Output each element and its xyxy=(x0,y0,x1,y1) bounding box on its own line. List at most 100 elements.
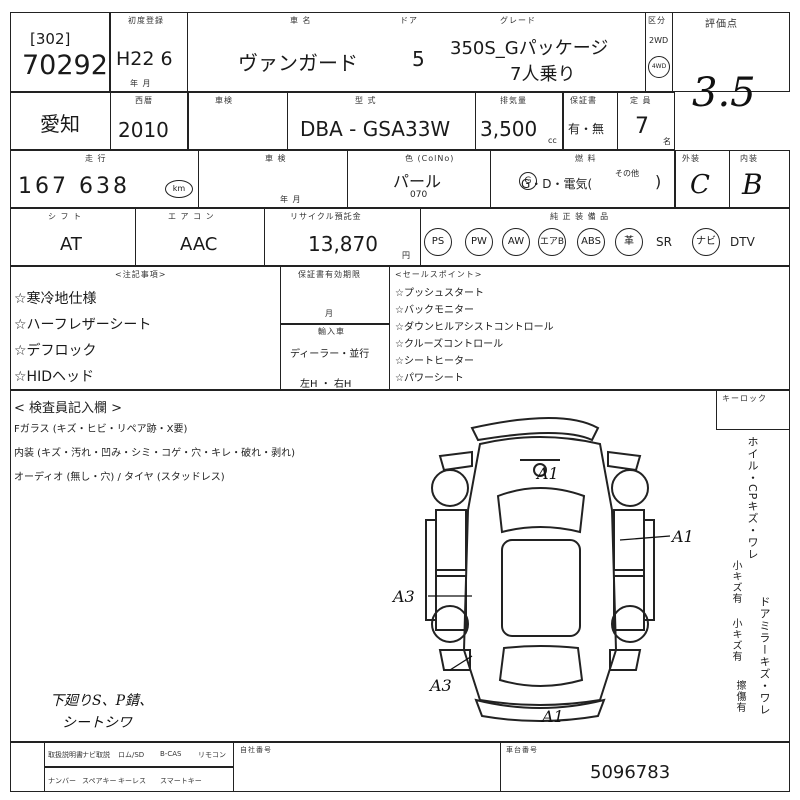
import-type-cell xyxy=(280,324,390,390)
small-scratch-note: 小キズ有 xyxy=(730,618,741,662)
fuel-cell xyxy=(490,150,675,208)
footer-label: ナビ取説 xyxy=(82,751,110,759)
warranty-label: 保証書有効期限 xyxy=(298,270,361,279)
row3 xyxy=(10,150,790,208)
recycle-value: 13,870 xyxy=(308,232,378,256)
inspect-label: 保証書 xyxy=(570,96,597,105)
color-code: 070 xyxy=(410,190,428,200)
equip-navi: ナビ xyxy=(692,228,720,256)
cc-unit: cc xyxy=(548,136,557,145)
drive-cell xyxy=(645,12,673,92)
year-value: 2010 xyxy=(118,118,169,142)
shaken-unit: 年 月 xyxy=(280,195,302,204)
serial-label: 車台番号 xyxy=(506,746,538,754)
selling-point: ☆パワーシート xyxy=(395,373,464,384)
inspection-line1: Fガラス (キズ・ヒビ・リペア跡・X要) xyxy=(14,424,188,435)
handwritten-note: 下廻りS、P錆、 xyxy=(50,693,154,709)
grade-line1: 350S_Gパッケージ xyxy=(450,38,609,59)
selling-label: <セールスポイント> xyxy=(395,270,483,279)
ac-value: AAC xyxy=(180,234,218,255)
capacity-value: 7 xyxy=(635,114,649,139)
row2 xyxy=(10,92,675,150)
lot-number: 70292 xyxy=(22,50,108,81)
selling-point: ☆プッシュスタート xyxy=(395,288,484,299)
year-label: 西暦 xyxy=(135,96,153,105)
footer-label: ロム/SD xyxy=(118,751,145,759)
footer-label-grid xyxy=(44,767,234,792)
inspect-value: 有・無 xyxy=(568,122,605,136)
selling-point: ☆シートヒーター xyxy=(395,356,474,367)
lot-cell xyxy=(10,12,110,92)
drive-value: 2WD xyxy=(649,36,669,45)
score-label: 評価点 xyxy=(705,19,738,30)
inspection-line2: 内装 (キズ・汚れ・凹み・シミ・コゲ・穴・キレ・破れ・剥れ) xyxy=(14,448,295,459)
serial-cell xyxy=(500,742,790,792)
type-value: DBA - GSA33W xyxy=(300,117,451,141)
footer-label: 取扱説明書 xyxy=(48,751,83,759)
capacity-label: 定 員 xyxy=(630,96,652,105)
drive-4wd-mark: 4WD xyxy=(648,56,670,78)
inspection-block xyxy=(10,390,790,742)
damage-mark: A1 xyxy=(542,707,564,726)
fuel-value: G・D・電気( xyxy=(521,177,593,191)
inspect-cell xyxy=(563,92,618,150)
import-label: 車検 xyxy=(215,96,233,105)
door-mirror-note: ドアミラーキズ・ワレ xyxy=(758,596,771,716)
handwritten-note: シートシワ xyxy=(62,715,132,731)
inspection-label: < 検査員記入欄 > xyxy=(14,401,123,416)
year-cell xyxy=(110,92,188,150)
exterior-label: 外装 xyxy=(682,154,700,163)
type-label: 型 式 xyxy=(355,96,377,105)
equip-dtv: DTV xyxy=(730,235,755,249)
color-value: パール xyxy=(393,172,442,191)
shaken-label: 車 検 xyxy=(265,154,287,163)
mileage-unit: km xyxy=(165,180,193,198)
footer-label: ナンバー xyxy=(48,777,76,785)
footer-label: スペアキー xyxy=(82,777,117,785)
serial-value: 5096783 xyxy=(590,762,671,783)
keyless-label: キーロック xyxy=(722,394,767,403)
score-value: 3.5 xyxy=(692,70,756,116)
fuel-close: ) xyxy=(655,172,662,191)
small-scratch-note: 小キズ有 xyxy=(730,560,741,604)
equip-pw: PW xyxy=(465,228,493,256)
import-cell xyxy=(188,92,288,150)
first-reg-cell xyxy=(110,12,188,92)
ac-cell xyxy=(135,208,265,266)
damage-mark: A1 xyxy=(672,527,694,546)
first-reg-unit: 年 月 xyxy=(130,79,152,88)
footer-label-grid xyxy=(44,742,234,767)
equip-sr: SR xyxy=(656,235,672,249)
scrape-note: 擦傷有 xyxy=(734,680,745,713)
shift-value: AT xyxy=(60,234,82,255)
damage-mark: A3 xyxy=(430,676,452,695)
doors-value: 5 xyxy=(412,47,425,71)
grade-line2: 7人乗り xyxy=(510,64,576,85)
lot-prefix: [302] xyxy=(30,30,71,48)
interior-value: B xyxy=(742,168,763,201)
exterior-value: C xyxy=(690,170,710,200)
equip-cell xyxy=(420,208,790,266)
interior-label: 内装 xyxy=(740,154,758,163)
note-item: ☆HIDヘッド xyxy=(14,369,94,385)
cc-label: 排気量 xyxy=(500,96,527,105)
import-side-value: 左H ・ 右H xyxy=(300,379,352,390)
region: 愛知 xyxy=(40,112,80,136)
equip-airbag: エアB xyxy=(538,228,566,256)
equip-leather: 革 xyxy=(615,228,643,256)
inspection-line3: オーディオ (無し・穴) / タイヤ (スタッドレス) xyxy=(14,472,225,483)
first-reg-value: H22 6 xyxy=(116,48,173,70)
damage-mark: A3 xyxy=(393,587,415,606)
first-reg-label: 初度登録 xyxy=(128,16,164,25)
import-type-label: 輸入車 xyxy=(318,327,345,336)
doors-label: ドア xyxy=(400,16,418,25)
keyless-cell xyxy=(716,390,790,430)
equip-ps: PS xyxy=(424,228,452,256)
selling-point: ☆クルーズコントロール xyxy=(395,339,504,350)
note-item: ☆デフロック xyxy=(14,343,97,359)
ac-label: エ ア コ ン xyxy=(168,212,215,221)
footer-label: キーレス xyxy=(118,777,146,785)
selling-point: ☆バックモニター xyxy=(395,305,474,316)
shift-label: シ フ ト xyxy=(48,212,83,221)
